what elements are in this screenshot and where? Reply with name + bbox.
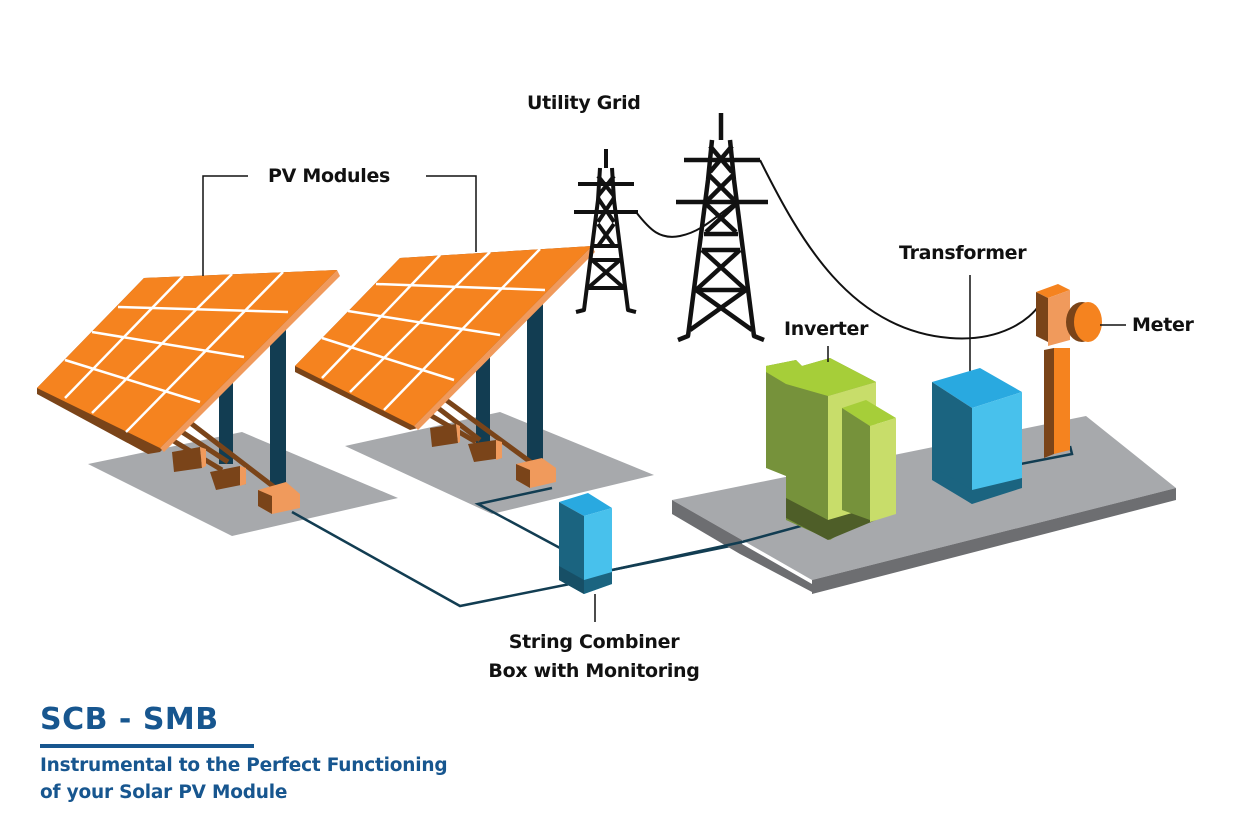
string-combiner-box (559, 493, 612, 622)
brand-title: SCB - SMB (40, 702, 219, 737)
pv-array-middle (295, 246, 595, 488)
meter-unit (1036, 284, 1126, 458)
combiner-box-label-line1: String Combiner (508, 631, 680, 653)
ground-pad-middle (345, 412, 654, 514)
transformer-unit (932, 275, 1022, 504)
transmission-tower-large (676, 113, 768, 343)
pv-array-left (37, 270, 340, 514)
inverter-unit (766, 346, 896, 540)
brand-subtitle: Instrumental to the Perfect Functioning … (40, 752, 448, 806)
combiner-box-label: String Combiner Box with Monitoring (478, 628, 710, 686)
combiner-box-label-line2: Box with Monitoring (488, 660, 700, 682)
brand-subtitle-line1: Instrumental to the Perfect Functioning (40, 755, 448, 776)
brand-subtitle-line2: of your Solar PV Module (40, 782, 288, 803)
meter-label: Meter (1132, 314, 1194, 336)
transformer-label: Transformer (899, 242, 1027, 264)
transmission-tower-small (574, 149, 638, 314)
inverter-label: Inverter (784, 318, 869, 340)
pv-modules-label: PV Modules (268, 165, 391, 187)
utility-grid-label: Utility Grid (527, 92, 641, 114)
title-underline (40, 744, 254, 748)
equipment-platform (611, 416, 1176, 594)
pv-modules-leader (202, 175, 477, 276)
power-lines (635, 159, 1041, 340)
